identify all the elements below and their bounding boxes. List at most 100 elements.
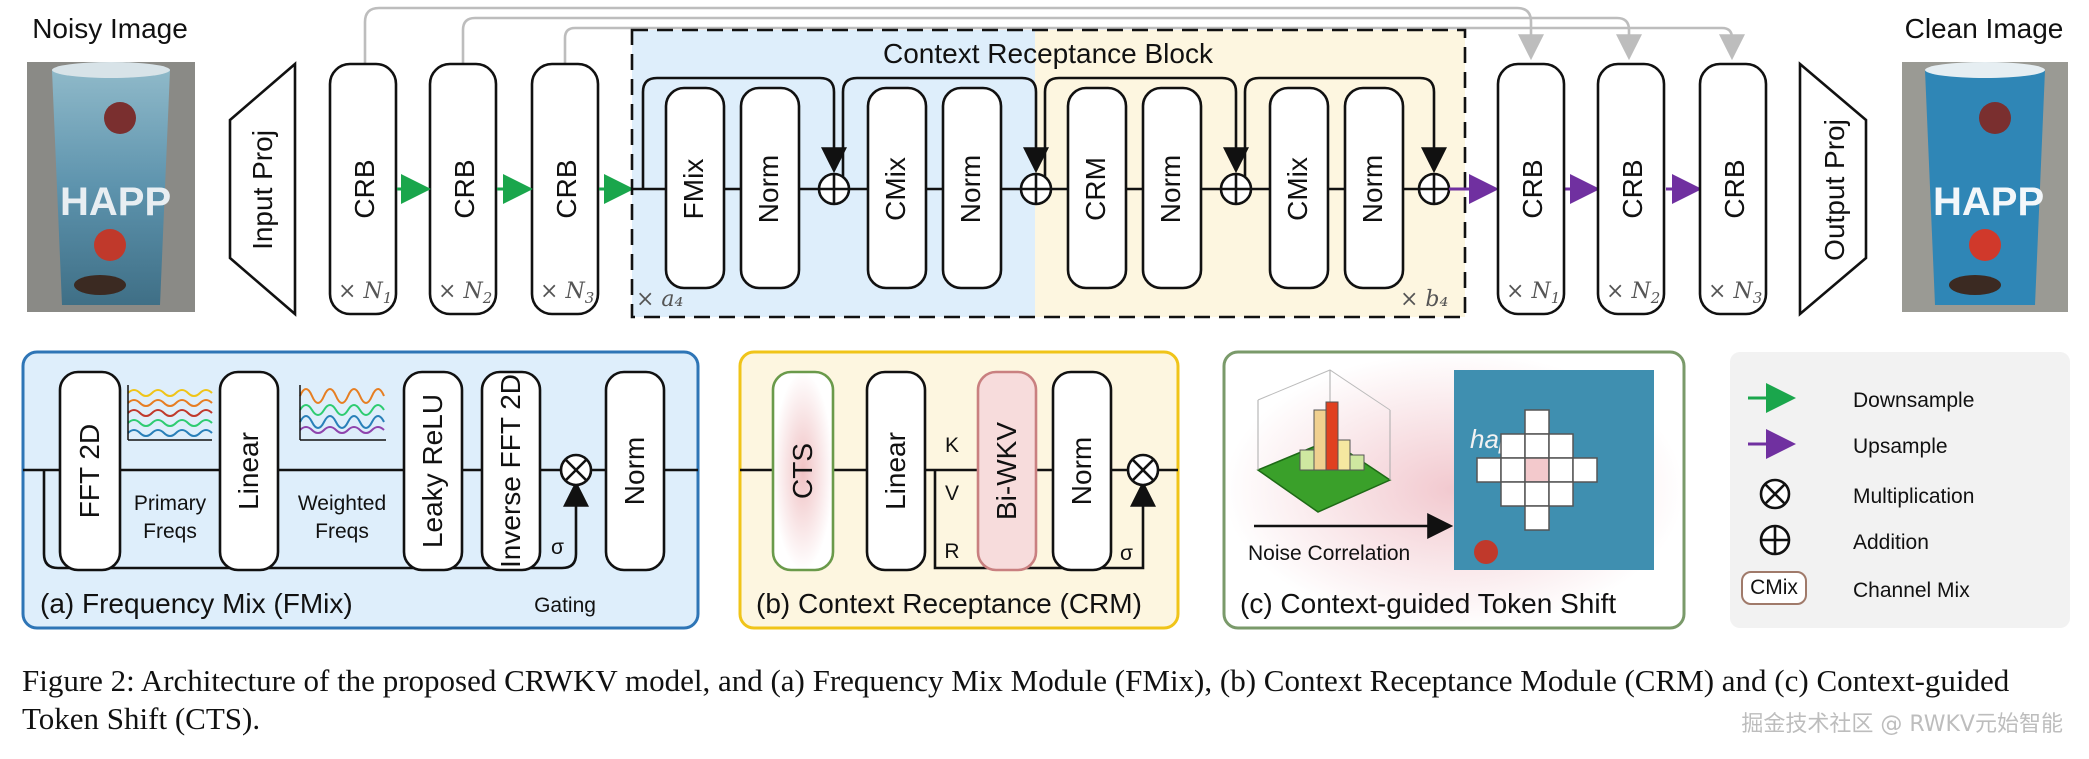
fmix-label: FMix — [678, 159, 709, 220]
figure-caption: Figure 2: Architecture of the proposed C… — [22, 663, 2010, 736]
norm-block-3 — [1141, 86, 1203, 290]
noisy-image-group: Noisy Image HAPP — [27, 13, 195, 312]
sigma-a: σ — [551, 536, 564, 559]
diagram-svg: Noisy Image HAPP Input Proj CRB × N1 CRB… — [21, 6, 2070, 630]
weighted-freqs-2: Freqs — [315, 520, 369, 543]
multiplication-icon — [1759, 478, 1791, 510]
gating-label: Gating — [534, 594, 596, 617]
input-proj-label: Input Proj — [247, 130, 278, 250]
crb-label-e2: CRB — [449, 159, 480, 218]
inverse-fft-label: Inverse FFT 2D — [495, 374, 526, 568]
token-shift-image: happ — [1454, 370, 1654, 570]
addition-node-2 — [1019, 172, 1053, 206]
norm-block-2 — [941, 86, 1003, 290]
decoder-crb-1: CRB × N1 — [1496, 62, 1566, 316]
repeat-n2-d2: × N2 — [1606, 279, 1660, 307]
repeat-a4: × a₄ — [636, 287, 683, 312]
watermark: 掘金技术社区 @ RWKV元始智能 — [1741, 712, 2063, 737]
fmix-block — [664, 86, 726, 290]
crb-label-d3: CRB — [1719, 159, 1750, 218]
repeat-n1-d1: × N1 — [1506, 279, 1560, 307]
cts-label: CTS — [787, 443, 818, 499]
legend-downsample: Downsample — [1853, 389, 1974, 412]
noise-correlation-plot — [1256, 369, 1392, 513]
output-proj-block: Output Proj — [1798, 61, 1868, 317]
legend-addition: Addition — [1853, 531, 1929, 554]
repeat-n3-d3: × N3 — [1708, 279, 1762, 307]
decoder-crb-3: CRB × N3 — [1698, 62, 1768, 316]
legend-cmix-box-label: CMix — [1750, 576, 1798, 599]
noisy-image-title: Noisy Image — [32, 13, 188, 44]
output-proj-label: Output Proj — [1819, 119, 1850, 261]
legend-multiplication: Multiplication — [1853, 485, 1974, 508]
legend: Downsample Upsample Multiplication Addit… — [1730, 352, 2070, 628]
norm-label-4: Norm — [1357, 155, 1388, 223]
fft-label: FFT 2D — [74, 424, 105, 518]
norm-label-3: Norm — [1155, 155, 1186, 223]
leaky-relu-label: Leaky ReLU — [417, 394, 448, 548]
clean-image-group: Clean Image HAPP — [1902, 13, 2068, 312]
linear-label-b: Linear — [880, 432, 911, 510]
primary-freqs-2: Freqs — [143, 520, 197, 543]
weighted-freqs-plot — [299, 385, 386, 441]
repeat-n2-e2: × N2 — [438, 279, 492, 307]
noisy-image: HAPP — [27, 62, 195, 312]
bi-wkv-label: Bi-WKV — [991, 422, 1022, 520]
cmix-block-1 — [866, 86, 928, 290]
crb-label-d2: CRB — [1617, 159, 1648, 218]
norm-label-a: Norm — [619, 437, 650, 505]
norm-label-b: Norm — [1066, 437, 1097, 505]
skip-connections — [363, 6, 1745, 64]
addition-icon — [1759, 524, 1791, 556]
linear-label-a: Linear — [233, 432, 264, 510]
decoder-crb-2: CRB × N2 — [1596, 62, 1666, 316]
panel-a-caption: (a) Frequency Mix (FMix) — [40, 588, 353, 619]
encoder-crb-1: CRB × N1 — [328, 62, 398, 316]
cmix-block-2 — [1268, 86, 1330, 290]
cmix-label-2: CMix — [1282, 157, 1313, 221]
norm-label-1: Norm — [753, 155, 784, 223]
clean-image: HAPP — [1902, 62, 2068, 312]
cmix-label-1: CMix — [880, 157, 911, 221]
v-label: V — [945, 482, 959, 505]
multiplication-node-b — [1126, 453, 1160, 487]
legend-channel-mix: Channel Mix — [1853, 579, 1970, 602]
panel-c-caption: (c) Context-guided Token Shift — [1240, 588, 1616, 619]
sigma-b: σ — [1120, 542, 1133, 565]
crm-block — [1066, 86, 1128, 290]
context-receptance-block: Context Receptance Block × a₄ × b₄ FMix … — [630, 28, 1467, 319]
crm-label: CRM — [1080, 157, 1111, 221]
crb-label-e1: CRB — [349, 159, 380, 218]
legend-upsample: Upsample — [1853, 435, 1948, 458]
r-label: R — [944, 540, 959, 563]
addition-node-3 — [1219, 172, 1253, 206]
encoder-crb-3: CRB × N3 — [530, 62, 600, 316]
norm-label-2: Norm — [955, 155, 986, 223]
repeat-n3-e3: × N3 — [540, 279, 594, 307]
panel-frequency-mix: FFT 2D Primary Freqs Linear Weighted Fre… — [21, 350, 700, 630]
block-title: Context Receptance Block — [883, 38, 1214, 69]
addition-node-1 — [817, 172, 851, 206]
panel-b-caption: (b) Context Receptance (CRM) — [756, 588, 1142, 619]
weighted-freqs-1: Weighted — [298, 492, 386, 515]
clean-image-title: Clean Image — [1905, 13, 2064, 44]
repeat-n1-e1: × N1 — [338, 279, 392, 307]
input-proj-block: Input Proj — [228, 61, 297, 317]
repeat-b4: × b₄ — [1400, 287, 1448, 312]
primary-freqs-plot — [127, 385, 213, 441]
crb-label-d1: CRB — [1517, 159, 1548, 218]
addition-node-4 — [1417, 172, 1451, 206]
svg-text:HAPP: HAPP — [60, 180, 171, 224]
noise-correlation-label: Noise Correlation — [1248, 542, 1410, 565]
multiplication-node-a — [559, 453, 593, 487]
panel-token-shift: Noise Correlation happ (c) Context-guide… — [1222, 350, 1686, 630]
primary-freqs-1: Primary — [134, 492, 207, 515]
cmix-legend-box — [1741, 571, 1807, 605]
encoder-crb-2: CRB × N2 — [428, 62, 498, 316]
norm-block-4 — [1343, 86, 1405, 290]
k-label: K — [945, 434, 959, 457]
norm-block-1 — [739, 86, 801, 290]
crb-label-e3: CRB — [551, 159, 582, 218]
svg-text:HAPP: HAPP — [1933, 180, 2044, 224]
